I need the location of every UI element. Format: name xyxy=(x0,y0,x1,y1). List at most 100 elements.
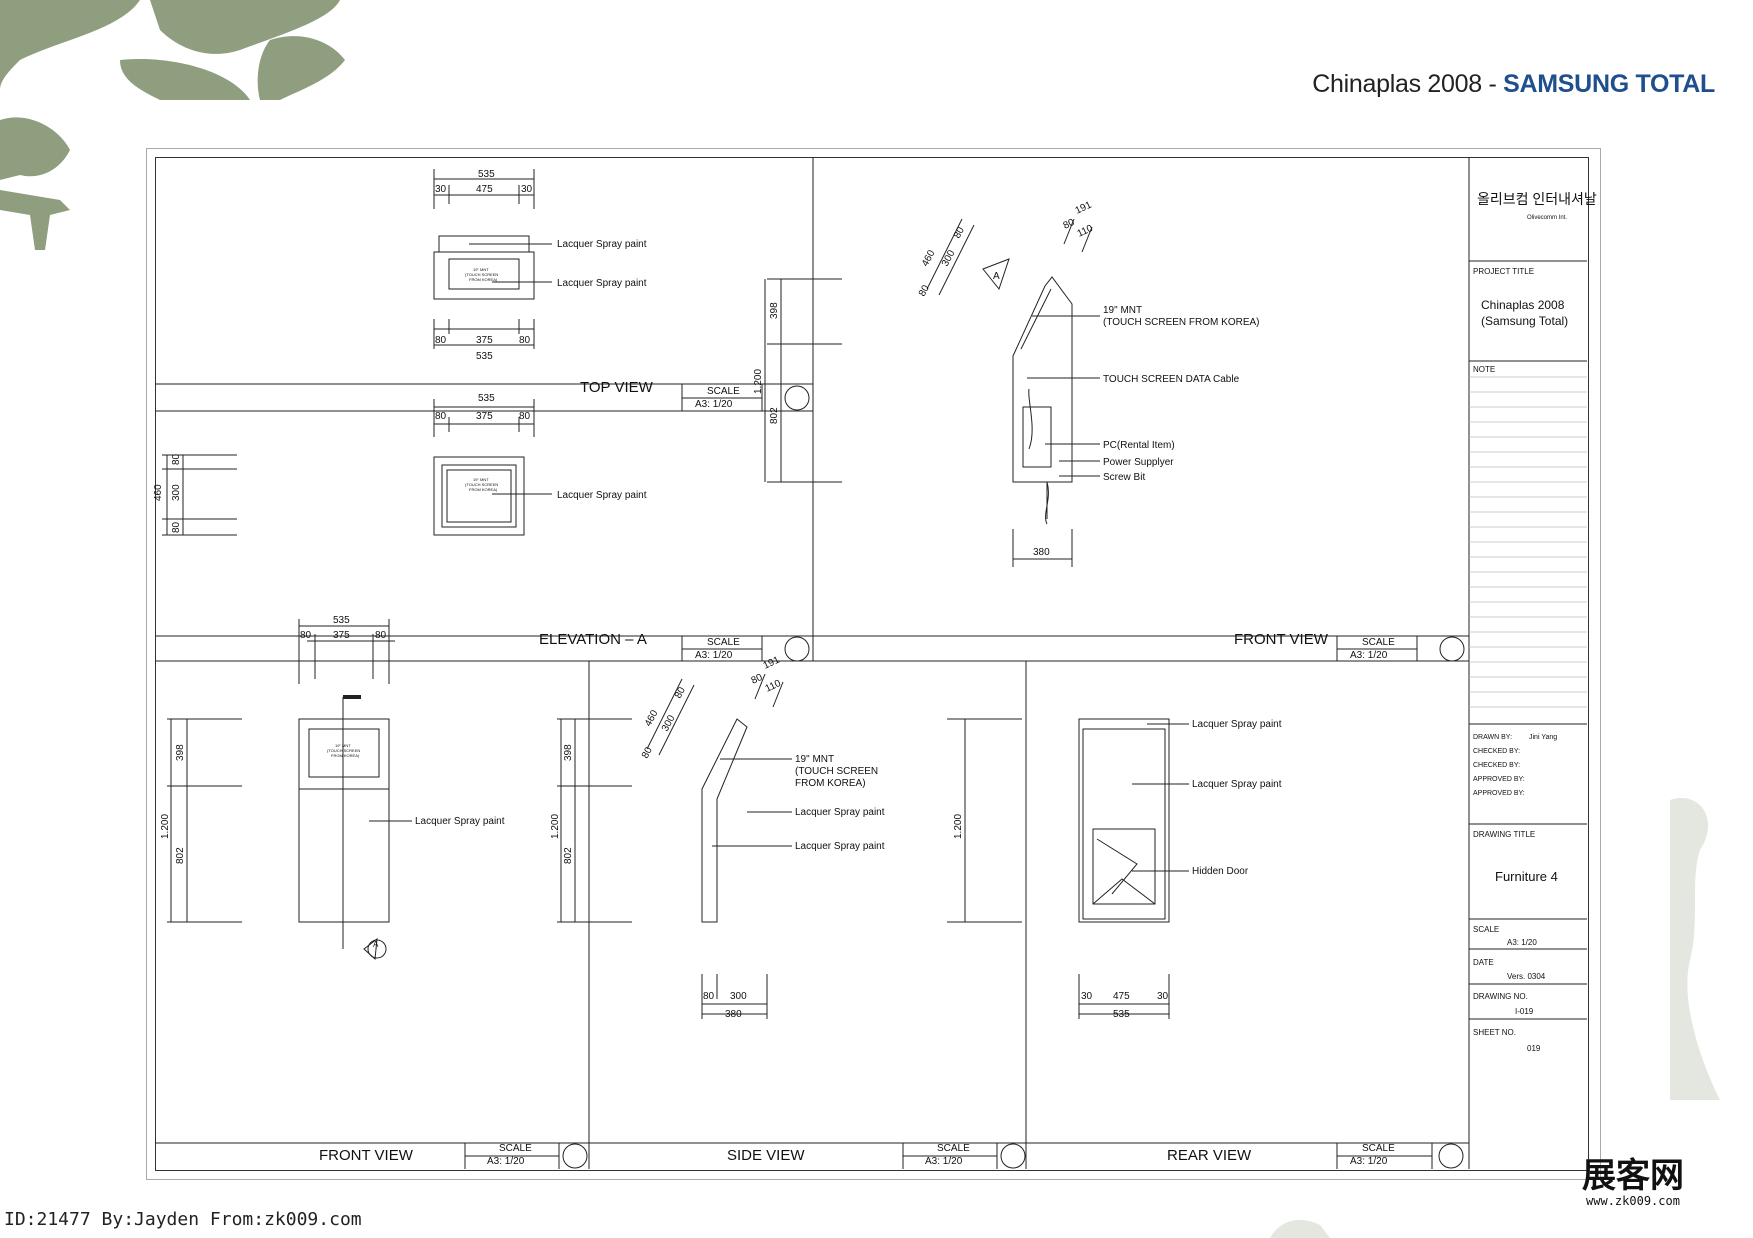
tb-sheet-no-label: SHEET NO. xyxy=(1473,1028,1516,1037)
elev-screen-3: FROM KOREA) xyxy=(469,487,498,492)
top-screen-3: FROM KOREA) xyxy=(469,277,498,282)
tb-scale-label: SCALE xyxy=(1473,925,1499,934)
rear-note-1: Lacquer Spray paint xyxy=(1192,719,1282,730)
project-title-label: PROJECT TITLE xyxy=(1473,267,1534,276)
checked-by-label-1: CHECKED BY: xyxy=(1473,748,1520,755)
side-dim-b300: 300 xyxy=(730,991,747,1002)
top-screen-1: 19" MNT xyxy=(473,267,489,272)
tb-sheet-no: 019 xyxy=(1527,1044,1541,1053)
side-dim-398: 398 xyxy=(563,744,574,761)
elev-screen-2: (TOUCH SCREEN xyxy=(465,482,498,487)
top-screen-2: (TOUCH SCREEN xyxy=(465,272,498,277)
front-screen-1: 19" MNT xyxy=(335,743,351,748)
top-scale-label: SCALE xyxy=(707,386,740,397)
note-label: NOTE xyxy=(1473,365,1495,374)
elev-scale-label: SCALE xyxy=(707,637,740,648)
drawing-title-label: DRAWING TITLE xyxy=(1473,830,1535,839)
side-dim-80c: 80 xyxy=(750,672,765,687)
top-scale: A3: 1/20 xyxy=(695,399,733,410)
elev-note-1: Lacquer Spray paint xyxy=(557,490,647,501)
rear-note-2: Lacquer Spray paint xyxy=(1192,779,1282,790)
front-screen-3: FROM KOREA) xyxy=(331,753,360,758)
approved-by-label-2: APPROVED BY: xyxy=(1473,790,1525,797)
front-dim-height: 1.200 xyxy=(160,814,171,839)
side-view-title: SIDE VIEW xyxy=(727,1147,805,1164)
front-view-title: FRONT VIEW xyxy=(319,1147,414,1164)
tb-date: Vers. 0304 xyxy=(1507,972,1546,981)
top-dim-b-right: 80 xyxy=(519,335,531,346)
elevation-title: ELEVATION – A xyxy=(539,631,647,648)
drawing-frame xyxy=(155,157,1589,1171)
top-dim-b-left: 80 xyxy=(435,335,447,346)
site-logo: 展客网 www.zk009.com xyxy=(1523,1158,1743,1218)
side-dim-110: 110 xyxy=(764,678,783,695)
front-top-note-cable: TOUCH SCREEN DATA Cable xyxy=(1103,374,1240,385)
front-view-top-title: FRONT VIEW xyxy=(1234,631,1329,648)
tb-drawing-no-label: DRAWING NO. xyxy=(1473,992,1528,1001)
side-dim-300: 300 xyxy=(660,713,678,733)
rear-view-title: REAR VIEW xyxy=(1167,1147,1252,1164)
front-top-note-power: Power Supplyer xyxy=(1103,457,1174,468)
front-scale-label: SCALE xyxy=(499,1143,532,1154)
front-top-dim-460: 460 xyxy=(920,248,938,268)
front-dim-398: 398 xyxy=(175,744,186,761)
site-logo-text: 展客网 xyxy=(1582,1156,1684,1196)
side-note-korea: FROM KOREA) xyxy=(795,778,866,789)
side-note-paint2: Lacquer Spray paint xyxy=(795,841,885,852)
header-project: Chinaplas 2008 - xyxy=(1312,70,1504,98)
elev-scale: A3: 1/20 xyxy=(695,650,733,661)
front-scale: A3: 1/20 xyxy=(487,1156,525,1167)
side-note-paint1: Lacquer Spray paint xyxy=(795,807,885,818)
front-top-dim-80b: 80 xyxy=(917,283,932,298)
top-dim-left: 30 xyxy=(435,184,447,195)
header-brand: SAMSUNG TOTAL xyxy=(1503,70,1715,98)
front-note-1: Lacquer Spray paint xyxy=(415,816,505,827)
front-top-dim-802: 802 xyxy=(769,407,780,424)
side-dim-802: 802 xyxy=(563,847,574,864)
checked-by-label-2: CHECKED BY: xyxy=(1473,762,1520,769)
project-title-line1: Chinaplas 2008 xyxy=(1481,298,1565,312)
top-view-title: TOP VIEW xyxy=(580,379,654,396)
rear-note-door: Hidden Door xyxy=(1192,866,1249,877)
side-dim-height: 1.200 xyxy=(550,814,561,839)
top-dim-b-total: 535 xyxy=(476,351,493,362)
rear-dim-left: 30 xyxy=(1081,991,1093,1002)
front-dim-mid: 375 xyxy=(333,630,350,641)
front-dim-left: 80 xyxy=(300,630,312,641)
side-note-mnt: 19" MNT xyxy=(795,754,834,765)
drawn-by: Jini Yang xyxy=(1529,734,1557,741)
top-dim-total: 535 xyxy=(478,169,495,180)
front-top-marker: A xyxy=(993,271,1000,282)
top-dim-b-mid: 375 xyxy=(476,335,493,346)
elev-dim-top: 80 xyxy=(171,453,182,465)
side-dim-460: 460 xyxy=(643,708,661,728)
elev-dim-mid2: 300 xyxy=(171,484,182,501)
front-top-dim-80a: 80 xyxy=(952,225,967,240)
elev-dim-left: 80 xyxy=(435,411,447,422)
front-screen-2: (TOUCH SCREEN xyxy=(327,748,360,753)
front-marker: A xyxy=(373,940,379,949)
drawing-title: Furniture 4 xyxy=(1495,869,1558,884)
tb-scale: A3: 1/20 xyxy=(1507,938,1537,947)
front-top-dim-300: 300 xyxy=(940,248,958,268)
elev-dim-bottom: 80 xyxy=(171,521,182,533)
front-top-note-pc: PC(Rental Item) xyxy=(1103,440,1175,451)
elev-dim-height: 460 xyxy=(153,484,164,501)
tb-drawing-no: I-019 xyxy=(1515,1007,1534,1016)
top-dim-mid: 475 xyxy=(476,184,493,195)
elev-dim-right: 80 xyxy=(519,411,531,422)
tb-date-label: DATE xyxy=(1473,958,1494,967)
front-top-dim-380: 380 xyxy=(1033,547,1050,558)
elev-screen-1: 19" MNT xyxy=(473,477,489,482)
front-top-note-mnt: 19" MNT xyxy=(1103,305,1142,316)
page-header: Chinaplas 2008 - SAMSUNG TOTAL xyxy=(1312,70,1715,99)
elev-dim-total: 535 xyxy=(478,393,495,404)
side-scale-label: SCALE xyxy=(937,1143,970,1154)
side-dim-b80: 80 xyxy=(703,991,715,1002)
rear-dim-total: 535 xyxy=(1113,1009,1130,1020)
rear-dim-right: 30 xyxy=(1157,991,1169,1002)
front-top-dim-height: 1.200 xyxy=(753,369,764,394)
project-title-line2: (Samsung Total) xyxy=(1481,314,1568,328)
company-korean: 올리브컴 인터내셔날 xyxy=(1477,191,1597,207)
top-note-2: Lacquer Spray paint xyxy=(557,278,647,289)
